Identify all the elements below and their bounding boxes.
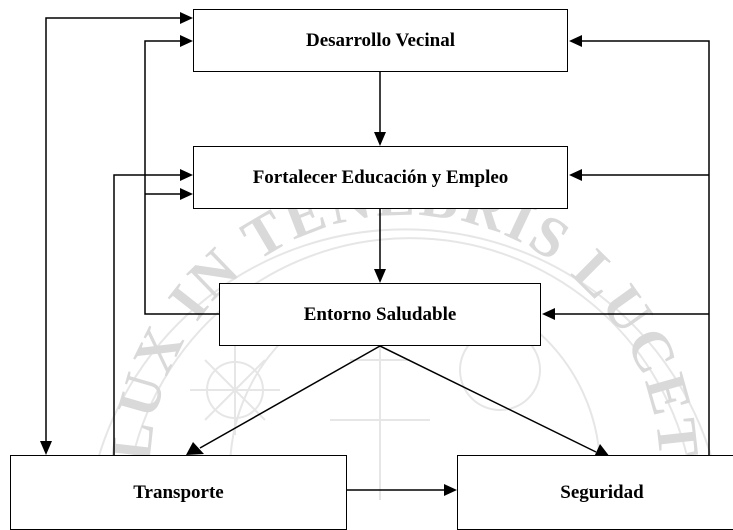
arrowhead xyxy=(180,12,193,24)
arrowhead xyxy=(374,269,386,283)
edge-entorno-left-loop xyxy=(144,40,219,315)
edge-entorno-seguridad xyxy=(379,345,597,453)
arrowhead xyxy=(594,444,610,457)
edge-entorno-transporte xyxy=(199,345,381,449)
arrowhead xyxy=(444,484,457,496)
edge-transporte-fortalecer xyxy=(113,174,180,455)
node-fortalecer-educacion-empleo: Fortalecer Educación y Empleo xyxy=(193,146,568,209)
node-transporte: Transporte xyxy=(10,455,347,530)
node-seguridad: Seguridad xyxy=(457,455,733,530)
arrowhead xyxy=(40,441,52,455)
arrowhead xyxy=(180,35,193,47)
arrowhead xyxy=(569,169,582,181)
edge-loop-desarrollo-transporte xyxy=(45,17,180,441)
arrowhead xyxy=(542,308,555,320)
arrowhead xyxy=(374,132,386,146)
node-desarrollo-vecinal: Desarrollo Vecinal xyxy=(193,9,568,72)
arrowhead xyxy=(186,442,204,455)
edge-seguridad-right-loop xyxy=(582,40,710,455)
node-entorno-saludable: Entorno Saludable xyxy=(219,283,541,346)
arrowhead xyxy=(569,35,582,47)
arrowhead xyxy=(180,188,193,200)
arrowhead xyxy=(180,169,193,181)
